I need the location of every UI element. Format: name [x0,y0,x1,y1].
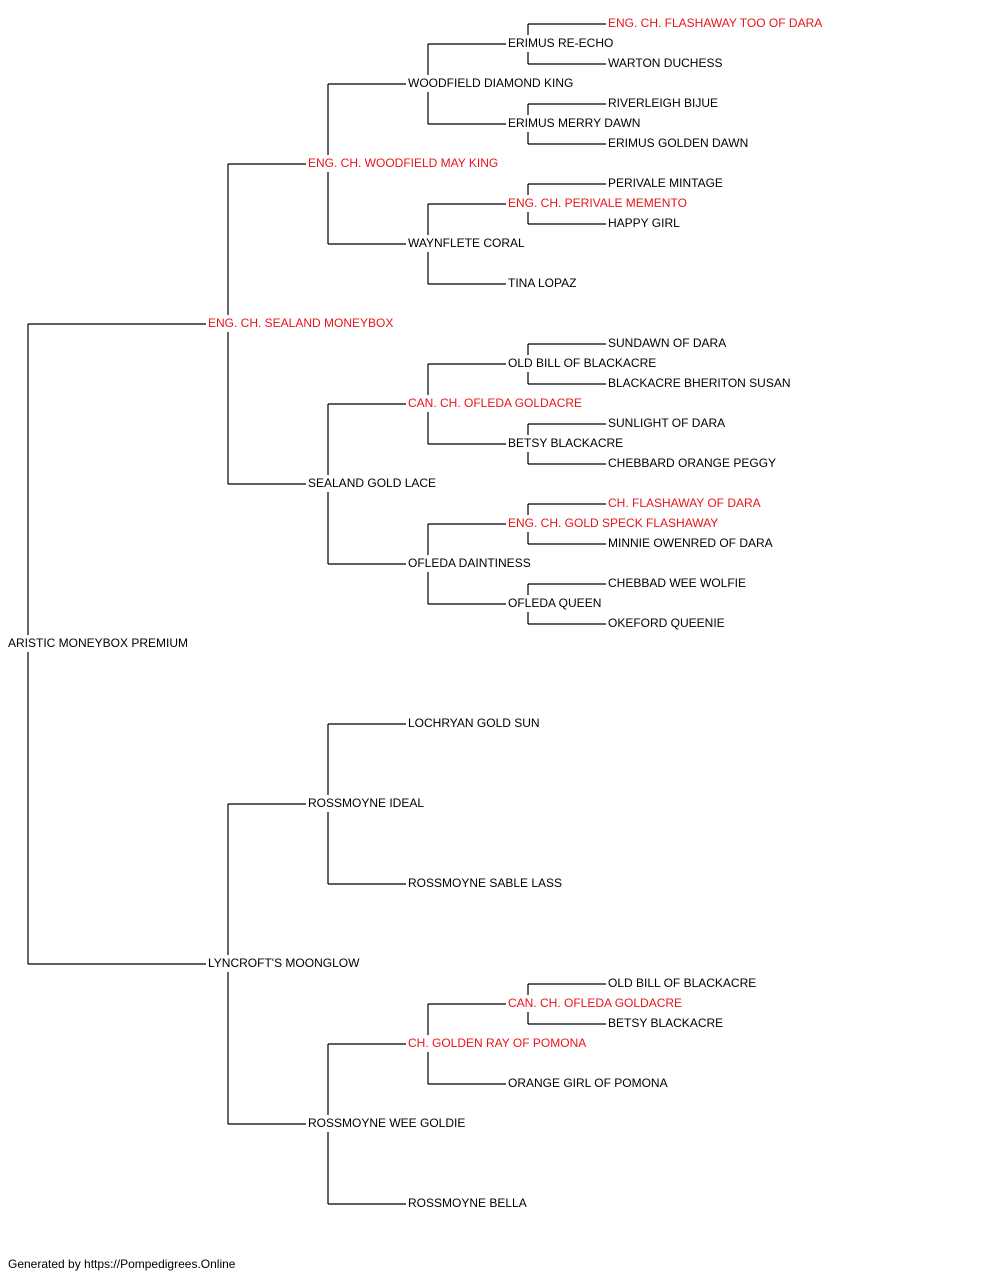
pedigree-dam-name: TINA LOPAZ [508,276,578,290]
pedigree-sire-name: ENG. CH. PERIVALE MEMENTO [508,196,688,210]
pedigree-dam-name: ORANGE GIRL OF POMONA [508,1076,669,1090]
pedigree-dam-name: BLACKACRE BHERITON SUSAN [608,376,792,390]
pedigree-sire-name: CH. GOLDEN RAY OF POMONA [408,1036,588,1050]
pedigree-dam-name: ERIMUS MERRY DAWN [508,116,642,130]
pedigree-dam-name: LYNCROFT'S MOONGLOW [208,956,361,970]
pedigree-sire-name: PERIVALE MINTAGE [608,176,724,190]
pedigree-dam-name: WAYNFLETE CORAL [408,236,526,250]
pedigree-subject-name: ARISTIC MONEYBOX PREMIUM [8,636,190,650]
pedigree-dam-name: BETSY BLACKACRE [508,436,625,450]
pedigree-sire-name: CAN. CH. OFLEDA GOLDACRE [408,396,584,410]
pedigree-dam-name: SEALAND GOLD LACE [308,476,438,490]
pedigree-sire-name: SUNDAWN OF DARA [608,336,728,350]
pedigree-dam-name: ERIMUS GOLDEN DAWN [608,136,750,150]
pedigree-sire-name: ENG. CH. SEALAND MONEYBOX [208,316,395,330]
pedigree-sire-name: ROSSMOYNE IDEAL [308,796,426,810]
pedigree-dam-name: OKEFORD QUEENIE [608,616,726,630]
pedigree-sire-name: ENG. CH. WOODFIELD MAY KING [308,156,500,170]
pedigree-dam-name: ROSSMOYNE WEE GOLDIE [308,1116,467,1130]
pedigree-sire-name: SUNLIGHT OF DARA [608,416,727,430]
pedigree-dam-name: ROSSMOYNE BELLA [408,1196,528,1210]
pedigree-dam-name: BETSY BLACKACRE [608,1016,725,1030]
pedigree-dam-name: MINNIE OWENRED OF DARA [608,536,774,550]
pedigree-sire-name: CHEBBAD WEE WOLFIE [608,576,748,590]
pedigree-dam-name: WARTON DUCHESS [608,56,724,70]
generated-by-footer: Generated by https://Pompedigrees.Online [8,1257,236,1271]
pedigree-sire-name: ERIMUS RE-ECHO [508,36,615,50]
pedigree-sire-name: RIVERLEIGH BIJUE [608,96,720,110]
pedigree-dam-name: HAPPY GIRL [608,216,681,230]
pedigree-sire-name: ENG. CH. GOLD SPECK FLASHAWAY [508,516,720,530]
pedigree-dam-name: OFLEDA QUEEN [508,596,603,610]
pedigree-sire-name: CAN. CH. OFLEDA GOLDACRE [508,996,684,1010]
pedigree-sire-name: LOCHRYAN GOLD SUN [408,716,541,730]
pedigree-sire-name: OLD BILL OF BLACKACRE [508,356,658,370]
pedigree-dam-name: ROSSMOYNE SABLE LASS [408,876,564,890]
pedigree-sire-name: OLD BILL OF BLACKACRE [608,976,758,990]
pedigree-sire-name: CH. FLASHAWAY OF DARA [608,496,762,510]
pedigree-sire-name: WOODFIELD DIAMOND KING [408,76,575,90]
pedigree-dam-name: CHEBBARD ORANGE PEGGY [608,456,778,470]
pedigree-dam-name: OFLEDA DAINTINESS [408,556,532,570]
pedigree-sire-name: ENG. CH. FLASHAWAY TOO OF DARA [608,16,824,30]
